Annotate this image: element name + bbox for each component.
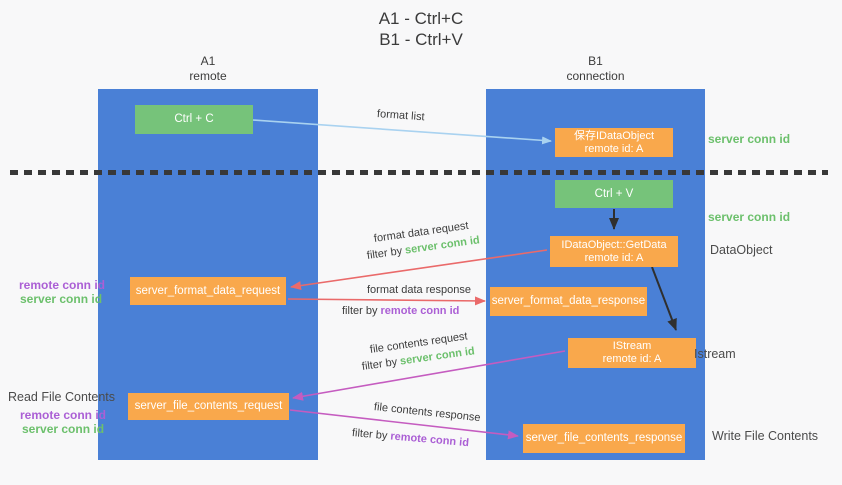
node-save-idataobject-line2: remote id: A — [584, 142, 644, 155]
annotation-server-conn-id-mid-right: server conn id — [708, 210, 791, 224]
annotation-server-conn-id-mid-left: server conn id — [20, 292, 103, 306]
node-istream-line1: IStream — [612, 340, 652, 352]
annotation-remote-conn-id-mid-left: remote conn id — [19, 278, 106, 292]
node-server-file-contents-request: server_file_contents_request — [128, 393, 289, 420]
annotation-server-conn-id-bottom-left: server conn id — [22, 422, 105, 436]
edge-label-file-contents-response-filter: filter by remote conn id — [351, 427, 469, 449]
edge-label-format-data-response: format data response — [367, 284, 471, 296]
node-save-idataobject-line1: 保存IDataObject — [573, 129, 655, 142]
node-ctrl-v-label: Ctrl + V — [594, 187, 634, 200]
lifeline-a1-role: remote — [189, 69, 227, 83]
node-server-format-data-request: server_format_data_request — [130, 277, 286, 305]
annotation-remote-conn-id-bottom-left: remote conn id — [20, 408, 107, 422]
node-ctrl-c-label: Ctrl + C — [174, 113, 214, 125]
edge-label-file-contents-response: file contents response — [373, 401, 482, 425]
annotation-write-file-contents: Write File Contents — [712, 429, 819, 443]
edge-label-format-list: format list — [376, 108, 425, 124]
node-ctrl-v: Ctrl + V — [555, 180, 673, 208]
diagram-title: A1 - Ctrl+C B1 - Ctrl+V — [0, 8, 842, 50]
node-server-format-data-response-label: server_format_data_response — [491, 295, 646, 307]
title-line-b1: B1 - Ctrl+V — [379, 30, 463, 49]
filter-prefix: filter by — [342, 305, 381, 317]
filter-key-remote-conn-id: remote conn id — [389, 430, 470, 450]
edge-label-format-data-response-filter: filter by remote conn id — [342, 305, 459, 317]
lifeline-a1-name: A1 — [200, 54, 216, 68]
annotation-server-conn-id-top-right: server conn id — [708, 132, 791, 146]
filter-prefix: filter by — [361, 355, 401, 373]
node-getdata: IDataObject::GetData remote id: A — [550, 236, 678, 267]
node-getdata-line1: IDataObject::GetData — [561, 238, 667, 251]
annotation-read-file-contents: Read File Contents — [8, 390, 116, 404]
annotation-dataobject: DataObject — [710, 243, 773, 257]
title-line-a1: A1 - Ctrl+C — [378, 9, 464, 28]
annotation-istream: Istream — [694, 347, 736, 361]
node-server-format-data-response: server_format_data_response — [490, 287, 647, 316]
node-server-file-contents-response-label: server_file_contents_response — [525, 432, 683, 444]
node-istream: IStream remote id: A — [568, 338, 696, 368]
filter-prefix: filter by — [366, 244, 406, 262]
node-istream-line2: remote id: A — [602, 353, 662, 365]
filter-key-remote-conn-id: remote conn id — [380, 305, 460, 317]
filter-prefix: filter by — [351, 427, 391, 443]
node-save-idataobject: 保存IDataObject remote id: A — [555, 128, 673, 157]
node-server-file-contents-request-label: server_file_contents_request — [134, 400, 283, 412]
lifeline-b1-name: B1 — [588, 54, 603, 68]
lifeline-header-a1: A1 remote — [98, 54, 318, 84]
node-server-format-data-request-label: server_format_data_request — [135, 284, 281, 297]
node-server-file-contents-response: server_file_contents_response — [523, 424, 685, 453]
node-ctrl-c: Ctrl + C — [135, 105, 253, 134]
lifeline-b1-role: connection — [566, 69, 625, 83]
dashed-separator-line — [10, 170, 828, 175]
lifeline-header-b1: B1 connection — [486, 54, 705, 84]
node-getdata-line2: remote id: A — [584, 251, 644, 264]
